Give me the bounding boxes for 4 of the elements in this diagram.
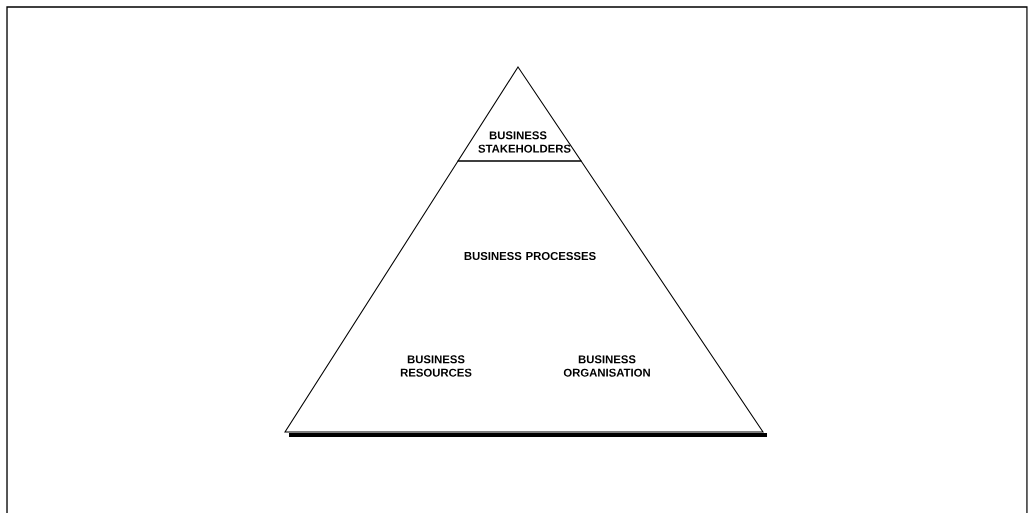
tier-label: BUSINESS STAKEHOLDERS (478, 131, 571, 153)
tier-label: BUSINESS ORGANISATION (563, 355, 650, 377)
tier-label: BUSINESS RESOURCES (400, 355, 472, 377)
tier-label: BUSINESS PROCESSES (464, 252, 596, 260)
